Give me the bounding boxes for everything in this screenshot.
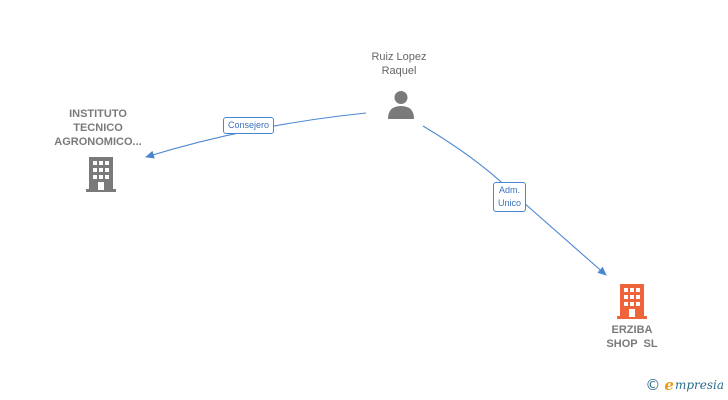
person-name-line1: Ruiz Lopez (371, 51, 427, 63)
company-instituto-label[interactable]: INSTITUTO TECNICO AGRONOMICO... (48, 107, 148, 149)
person-node-label[interactable]: Ruiz Lopez Raquel (352, 50, 446, 78)
person-icon[interactable] (386, 89, 416, 119)
building-icon[interactable] (85, 157, 117, 192)
empresia-logo-text: mpresia (674, 378, 724, 392)
edge-adm-unico-text-line1: Adm. (499, 185, 521, 195)
person-name-line2: Raquel (381, 65, 417, 77)
instituto-name-line2: TECNICO (73, 122, 123, 134)
copyright-icon: © (645, 376, 661, 394)
edge-label-consejero[interactable]: Consejero (223, 117, 275, 134)
instituto-name-line1: INSTITUTO (69, 108, 127, 120)
empresia-logo-initial: e (664, 376, 674, 394)
edge-consejero-text: Consejero (228, 120, 270, 130)
erziba-name-line1: ERZIBA (611, 324, 653, 336)
edge-adm-unico-text-line2: Unico (498, 198, 522, 208)
edge-label-adm-unico[interactable]: Adm. Unico (493, 182, 527, 212)
erziba-name-line2: SHOP SL (606, 338, 658, 350)
company-erziba-label[interactable]: ERZIBA SHOP SL (582, 323, 682, 351)
instituto-name-line3: AGRONOMICO... (54, 136, 142, 148)
empresia-watermark: © e mpresia (645, 376, 724, 394)
building-icon[interactable] (616, 284, 648, 319)
